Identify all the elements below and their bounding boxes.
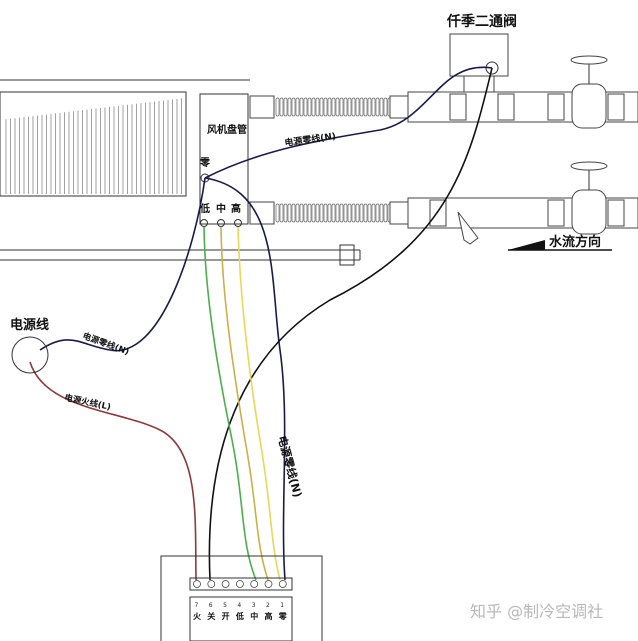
- neutral-wire-power: [39, 177, 206, 352]
- terminal-label: 关: [207, 611, 215, 621]
- speed-low-terminal: [200, 219, 208, 227]
- power-line-circle: [11, 336, 49, 374]
- return-pipe: [249, 161, 638, 245]
- terminal-screw: [250, 580, 259, 588]
- terminal-label: 火: [193, 612, 202, 621]
- terminal-number: 6: [209, 602, 213, 609]
- terminal-label: 低: [235, 611, 244, 621]
- terminal-screw: [264, 580, 273, 588]
- speed-low-label: 低: [199, 202, 210, 215]
- valve-wire: [208, 67, 493, 581]
- flow-arrow-icon: [508, 240, 545, 250]
- neutral-wire-top-label: 电源零线(N): [284, 130, 337, 149]
- terminal-screw: [278, 580, 287, 588]
- valve-label: 仟季二通阀: [446, 13, 517, 30]
- terminal-label: 中: [250, 611, 258, 621]
- terminal-number: 4: [237, 602, 241, 609]
- terminal-label: 开: [222, 612, 230, 621]
- speed-high-terminal: [234, 219, 242, 227]
- neutral-wire-vertical-label: 电源零线(N): [275, 434, 305, 499]
- neutral-wire-thermostat: [204, 177, 286, 581]
- speed-high-label: 高: [231, 202, 241, 215]
- gate-valve-upper: [571, 83, 607, 129]
- terminal-screw: [207, 580, 216, 588]
- water-flow-label: 水流方向: [549, 234, 601, 250]
- fan-coil-unit: [0, 79, 361, 266]
- power-line-label: 电源线: [10, 317, 49, 333]
- terminal-number: 5: [223, 602, 227, 609]
- terminal-label: 高: [265, 611, 273, 621]
- y-strainer: [457, 211, 479, 245]
- terminal-number: 3: [252, 602, 256, 609]
- fan-coil-label: 风机盘管: [207, 123, 247, 136]
- live-wire: [29, 361, 197, 581]
- terminal-number: 7: [195, 602, 199, 609]
- terminal-screw: [193, 580, 201, 588]
- valve-handwheel-icon: [570, 55, 608, 65]
- two-way-valve: [449, 33, 509, 93]
- thermostat: 7 火6 关 5 开4 低 3 中 2 高1 零: [160, 555, 323, 641]
- watermark: 知乎 @制冷空调社: [470, 602, 603, 621]
- supply-pipe: [249, 55, 638, 129]
- neutral-wire-valve: [204, 66, 493, 179]
- terminal-strip: [189, 577, 293, 591]
- terminal-screw: [221, 580, 230, 588]
- wires: [29, 66, 493, 581]
- neutral-terminal-label: 零: [199, 156, 211, 169]
- terminal-label: 零: [278, 611, 288, 621]
- gate-valve-lower: [571, 189, 607, 235]
- valve-handwheel-icon: [570, 161, 608, 171]
- speed-mid-terminal: [217, 219, 225, 227]
- live-wire-label: 电源火线(L): [63, 392, 112, 413]
- terminal-number: 2: [266, 602, 270, 609]
- terminal-number: 1: [280, 602, 284, 609]
- terminal-panel: [189, 596, 293, 641]
- terminal-screw: [235, 580, 244, 588]
- speed-mid-label: 中: [216, 202, 226, 215]
